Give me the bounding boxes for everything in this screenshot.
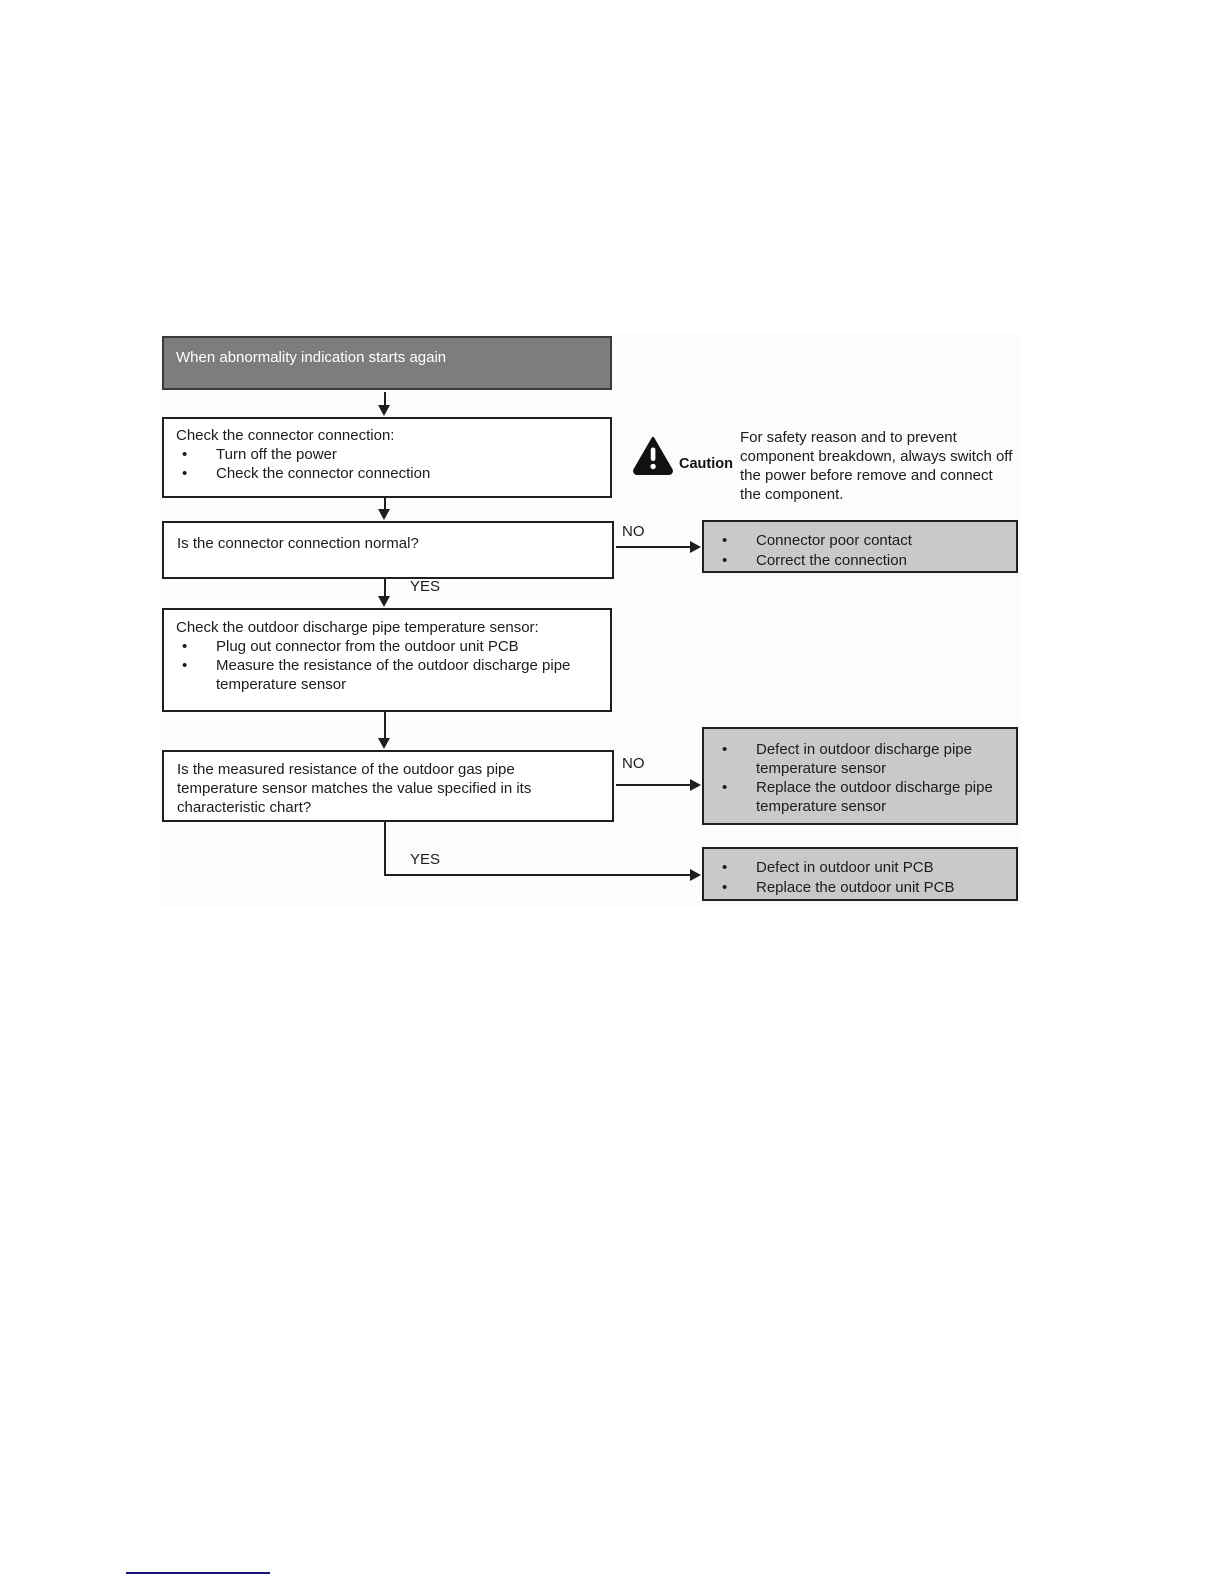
- bullet-icon: [176, 656, 216, 675]
- list-item-text: Check the connector connection: [216, 465, 431, 482]
- check-connector-title: Check the connector connection:: [176, 427, 395, 444]
- list-item-text: Plug out connector from the outdoor unit…: [216, 638, 519, 655]
- result-connector-box: Connector poor contact Correct the conne…: [702, 520, 1018, 573]
- list-item: Plug out connector from the outdoor unit…: [176, 637, 598, 656]
- bullet-icon: [716, 531, 756, 551]
- caution-label: Caution: [679, 456, 733, 472]
- connector-line: [384, 712, 386, 739]
- result-sensor-box: Defect in outdoor discharge pipe tempera…: [702, 727, 1018, 825]
- list-item: Replace the outdoor unit PCB: [716, 878, 1004, 898]
- bullet-icon: [716, 778, 756, 797]
- bullet-icon: [716, 878, 756, 898]
- result-pcb-box: Defect in outdoor unit PCB Replace the o…: [702, 847, 1018, 901]
- list-item: Check the connector connection: [176, 464, 598, 483]
- list-item: Replace the outdoor discharge pipe tempe…: [716, 778, 1004, 816]
- list-item: Connector poor contact: [716, 531, 1004, 551]
- bullet-icon: [716, 858, 756, 878]
- question-connector-box: Is the connector connection normal?: [162, 521, 614, 579]
- list-item-text: Correct the connection: [756, 552, 907, 569]
- arrowhead-right-icon: [690, 541, 701, 553]
- list-item-text: Connector poor contact: [756, 532, 912, 549]
- check-sensor-title: Check the outdoor discharge pipe tempera…: [176, 619, 539, 636]
- list-item: Correct the connection: [716, 551, 1004, 571]
- connector-line: [384, 579, 386, 597]
- caution-triangle-icon: [633, 437, 673, 475]
- arrowhead-down-icon: [378, 596, 390, 607]
- connector-line: [616, 546, 690, 548]
- list-item-text: Replace the outdoor discharge pipe tempe…: [756, 779, 993, 815]
- question-connector-text: Is the connector connection normal?: [177, 535, 419, 552]
- question-resistance-text: Is the measured resistance of the outdoo…: [177, 761, 532, 816]
- list-item-text: Turn off the power: [216, 446, 337, 463]
- start-box-label: When abnormality indication starts again: [176, 349, 447, 366]
- yes-branch-label: YES: [410, 578, 441, 595]
- connector-line: [616, 784, 690, 786]
- question-resistance-box: Is the measured resistance of the outdoo…: [162, 750, 614, 822]
- connector-line: [384, 874, 690, 876]
- connector-line: [384, 822, 386, 876]
- arrowhead-down-icon: [378, 509, 390, 520]
- list-item-text: Measure the resistance of the outdoor di…: [216, 657, 571, 693]
- caution-text: For safety reason and to prevent compone…: [740, 429, 1013, 503]
- bullet-icon: [176, 445, 216, 464]
- yes-branch-label: YES: [410, 851, 441, 868]
- no-branch-label: NO: [622, 523, 645, 540]
- connector-line: [384, 498, 386, 509]
- arrowhead-right-icon: [690, 869, 701, 881]
- list-item-text: Defect in outdoor discharge pipe tempera…: [756, 741, 972, 777]
- connector-line: [384, 392, 386, 406]
- arrowhead-right-icon: [690, 779, 701, 791]
- bullet-icon: [716, 551, 756, 571]
- arrowhead-down-icon: [378, 738, 390, 749]
- bullet-icon: [716, 740, 756, 759]
- start-box: When abnormality indication starts again: [162, 336, 612, 390]
- list-item-text: Defect in outdoor unit PCB: [756, 859, 934, 876]
- no-branch-label: NO: [622, 755, 645, 772]
- bullet-icon: [176, 637, 216, 656]
- list-item: Measure the resistance of the outdoor di…: [176, 656, 598, 694]
- list-item: Defect in outdoor discharge pipe tempera…: [716, 740, 1004, 778]
- list-item-text: Replace the outdoor unit PCB: [756, 879, 955, 896]
- list-item: Defect in outdoor unit PCB: [716, 858, 1004, 878]
- check-connector-box: Check the connector connection: Turn off…: [162, 417, 612, 498]
- bullet-icon: [176, 464, 216, 483]
- list-item: Turn off the power: [176, 445, 598, 464]
- footer-rule: [126, 1572, 270, 1574]
- arrowhead-down-icon: [378, 405, 390, 416]
- check-sensor-box: Check the outdoor discharge pipe tempera…: [162, 608, 612, 712]
